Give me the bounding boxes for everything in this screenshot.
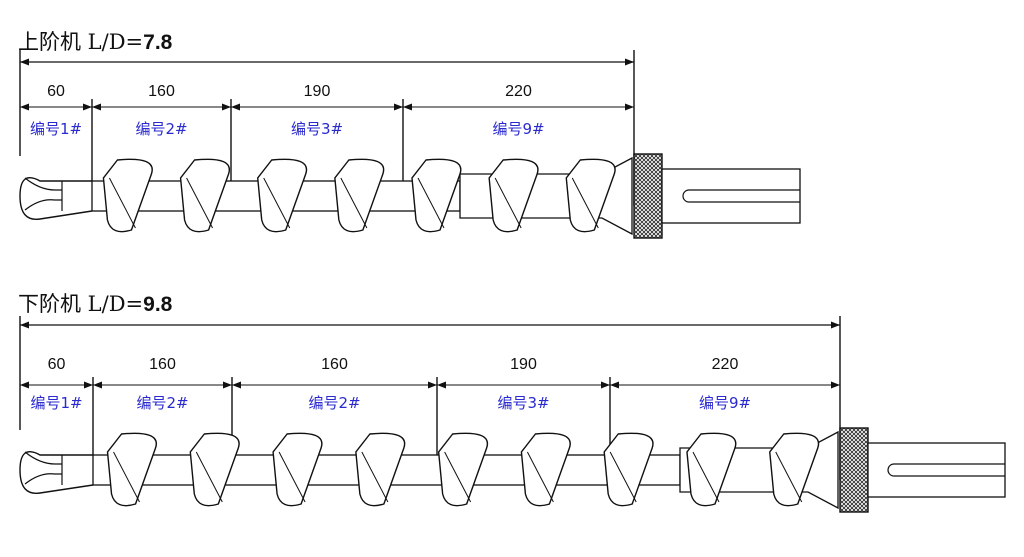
segment-length-label: 160: [148, 83, 175, 100]
arrow-head: [92, 103, 101, 111]
screw-flight: [189, 432, 240, 507]
tip-flute: [24, 177, 62, 211]
arrow-head: [831, 321, 840, 329]
segment-element-label: 编号2#: [308, 394, 360, 412]
arrow-head: [84, 381, 93, 389]
segment-length-label: 160: [321, 356, 348, 373]
segment-element-label: 编号1#: [30, 394, 82, 412]
screw-tip: [19, 177, 93, 220]
screw-flight: [411, 158, 462, 233]
segment-element-label: 编号3#: [497, 394, 549, 412]
flight-edge: [186, 177, 214, 229]
screw-flight: [272, 432, 323, 507]
screw-flight: [686, 432, 737, 507]
upper-screw-body: [19, 153, 801, 239]
segment-element-label: 编号9#: [492, 120, 544, 138]
flight-edge: [263, 177, 291, 229]
arrow-head: [428, 381, 437, 389]
arrow-head: [223, 381, 232, 389]
tip-flute: [24, 451, 62, 485]
arrow-head: [394, 103, 403, 111]
segment-element-label: 编号1#: [30, 120, 82, 138]
arrow-head: [83, 103, 92, 111]
arrow-head: [625, 103, 634, 111]
screw-flight: [256, 158, 308, 233]
arrow-head: [93, 381, 102, 389]
flight-edge: [526, 451, 554, 503]
arrow-head: [20, 381, 29, 389]
segment-length-label: 220: [505, 83, 532, 100]
segment-length-label: 190: [304, 83, 331, 100]
segment-length-label: 160: [149, 356, 176, 373]
segment-length-label: 190: [510, 356, 537, 373]
lower-screw-title-prefix: 下阶机 L/D=: [18, 292, 144, 316]
drive-shaft: [867, 442, 1006, 498]
flight-edge: [609, 451, 637, 503]
arrow-head: [601, 381, 610, 389]
arrow-head: [20, 321, 29, 329]
flight-edge: [444, 451, 472, 503]
flight-edge: [108, 177, 136, 229]
screw-drawing-layer: [19, 153, 1006, 513]
flight-edge: [775, 451, 803, 503]
screw-flight: [106, 432, 157, 507]
segment-length-label: 220: [712, 356, 739, 373]
flight-edge: [361, 451, 389, 503]
screw-flight: [179, 158, 231, 233]
screw-flight: [565, 158, 616, 233]
arrow-head: [20, 58, 29, 66]
arrow-head: [437, 381, 446, 389]
flight-edge: [340, 177, 368, 229]
segment-length-label: 60: [47, 83, 65, 100]
dimension-layer: 60 编号1# 160 编号2# 190 编号3# 220 编号9# 60 编号1# 160 编号2#…: [19, 50, 841, 480]
screw-flight: [437, 432, 489, 507]
knurled-coupling: [839, 427, 869, 513]
screw-flight: [334, 158, 385, 233]
arrow-head: [625, 58, 634, 66]
flight-edge: [571, 177, 599, 229]
upper-screw-ld-ratio: 7.8: [143, 31, 173, 54]
segment-element-label: 编号9#: [699, 394, 751, 412]
upper-screw-title-prefix: 上阶机 L/D=: [18, 30, 144, 54]
drive-shaft: [661, 168, 801, 224]
arrow-head: [403, 103, 412, 111]
screw-flight: [520, 432, 571, 507]
screw-flight: [769, 432, 820, 507]
flight-edge: [278, 451, 306, 503]
arrow-head: [222, 103, 231, 111]
screw-flight: [488, 158, 539, 233]
flight-edge: [417, 177, 445, 229]
segment-element-label: 编号2#: [135, 120, 187, 138]
upper-screw-title: 上阶机 L/D=7.8: [18, 26, 172, 56]
flight-edge: [113, 451, 140, 503]
screw-flight: [603, 432, 654, 507]
screw-flight: [102, 158, 153, 233]
lower-screw-title: 下阶机 L/D=9.8: [18, 288, 172, 318]
screw-tip: [19, 451, 94, 494]
segment-element-label: 编号3#: [291, 120, 343, 138]
arrow-head: [831, 381, 840, 389]
flight-edge: [494, 177, 522, 229]
arrow-head: [20, 103, 29, 111]
knurled-coupling: [633, 153, 663, 239]
screw-flight: [355, 432, 406, 507]
lower-screw-ld-ratio: 9.8: [143, 293, 173, 316]
keyway-slot: [887, 463, 1005, 477]
keyway-slot: [682, 189, 800, 203]
arrow-head: [232, 381, 241, 389]
segment-element-label: 编号2#: [136, 394, 188, 412]
upper-screw-dimensions: 60 编号1# 160 编号2# 190 编号3# 220 编号9#: [19, 50, 635, 206]
flight-edge: [195, 451, 223, 503]
arrow-head: [610, 381, 619, 389]
flight-edge: [692, 451, 720, 503]
arrow-head: [231, 103, 240, 111]
lower-screw-body: [19, 427, 1006, 513]
segment-length-label: 60: [48, 356, 66, 373]
